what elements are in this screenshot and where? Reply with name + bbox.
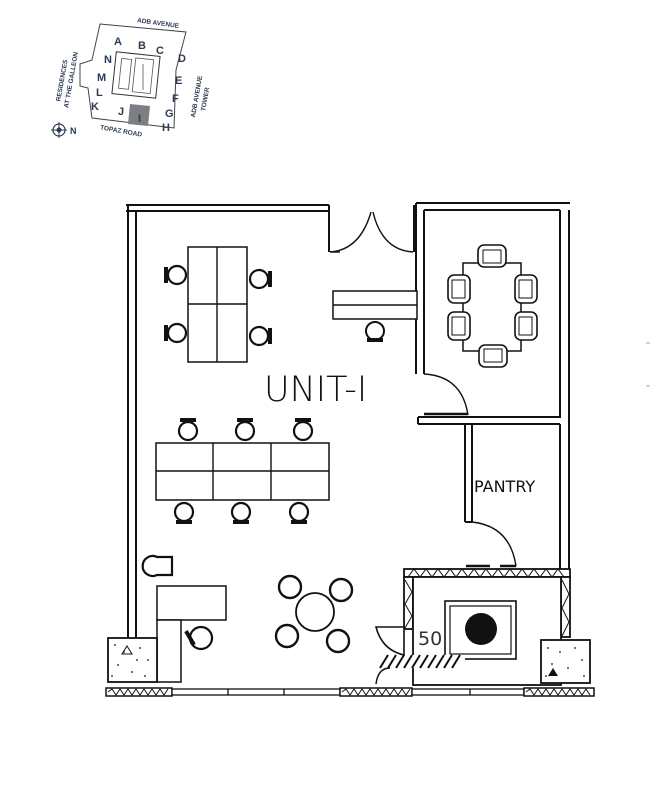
round-table-set (274, 574, 354, 654)
conference-chair (514, 311, 538, 341)
office-chair (184, 625, 214, 651)
conference-chair (514, 274, 538, 304)
reception-counter (332, 290, 418, 342)
office-chair (292, 418, 314, 442)
unit-letter-f: F (172, 93, 179, 105)
conference-door[interactable] (423, 373, 469, 416)
compass-icon (51, 122, 67, 138)
key-plan: A B C D E F G H I J K L M N ADB AVENUE T… (51, 17, 211, 139)
hatch-area (379, 654, 465, 669)
floor-plan: UNIT-I PANTRY (105, 202, 650, 697)
unit-letter-d: D (178, 53, 186, 65)
office-chair (277, 574, 303, 600)
entrance-door-right[interactable] (372, 211, 414, 253)
unit-letter-j: J (118, 106, 124, 118)
executive-desk (141, 554, 227, 683)
office-chair (325, 628, 351, 654)
pantry-label: PANTRY (474, 477, 535, 496)
workstation-cluster-4 (164, 246, 272, 363)
service-core: 50 (374, 568, 571, 686)
unit-letter-a: A (114, 36, 122, 48)
office-chair (177, 418, 199, 442)
workstation-cluster-6 (155, 418, 330, 524)
unit-label: UNIT-I (264, 370, 367, 410)
bottom-facade (105, 687, 595, 697)
unit-letter-i: I (138, 113, 141, 125)
pantry-door[interactable] (471, 521, 517, 567)
key-plan-unit-i-highlight (128, 104, 150, 126)
conference-table (462, 262, 522, 352)
conference-chair (477, 244, 507, 268)
conference-chair (478, 344, 508, 368)
column-right (540, 639, 591, 684)
unit-letter-m: M (97, 72, 106, 84)
unit-letter-e: E (175, 75, 182, 87)
office-chair (248, 268, 272, 290)
office-chair (248, 325, 272, 347)
office-chair (141, 554, 174, 578)
unit-letter-c: C (156, 45, 164, 57)
office-chair (164, 322, 188, 344)
street-label-adb-avenue-tower: ADB AVENUE TOWER (190, 75, 211, 118)
key-plan-core (111, 51, 161, 99)
office-chair (274, 623, 300, 649)
column-circle (465, 613, 497, 645)
unit-letter-k: K (91, 101, 99, 113)
core-number-label: 50 (418, 628, 442, 650)
office-chair (288, 501, 310, 524)
round-table (295, 592, 335, 632)
street-label-topaz-road: TOPAZ ROAD (100, 124, 143, 138)
conference-chair (447, 311, 471, 341)
entrance-door-left[interactable] (329, 211, 372, 253)
office-chair (365, 321, 385, 342)
street-label-residences: RESIDENCES AT THE GALLEON (55, 51, 80, 108)
unit-letter-b: B (138, 40, 146, 52)
office-chair (328, 577, 354, 603)
conference-room (415, 202, 570, 570)
unit-letter-h: H (162, 122, 170, 134)
office-chair (230, 501, 252, 524)
svg-text:TOWER: TOWER (200, 87, 211, 112)
office-chair (234, 418, 256, 442)
compass-north-label: N (70, 126, 77, 136)
unit-letter-g: G (165, 108, 174, 120)
conference-chair (447, 274, 471, 304)
office-chair (164, 264, 188, 286)
unit-letter-l: L (96, 87, 103, 99)
pantry: PANTRY (464, 424, 561, 570)
office-chair (173, 501, 195, 524)
sink-fixture (374, 626, 405, 657)
unit-letter-n: N (104, 54, 112, 66)
column-left (107, 637, 158, 683)
